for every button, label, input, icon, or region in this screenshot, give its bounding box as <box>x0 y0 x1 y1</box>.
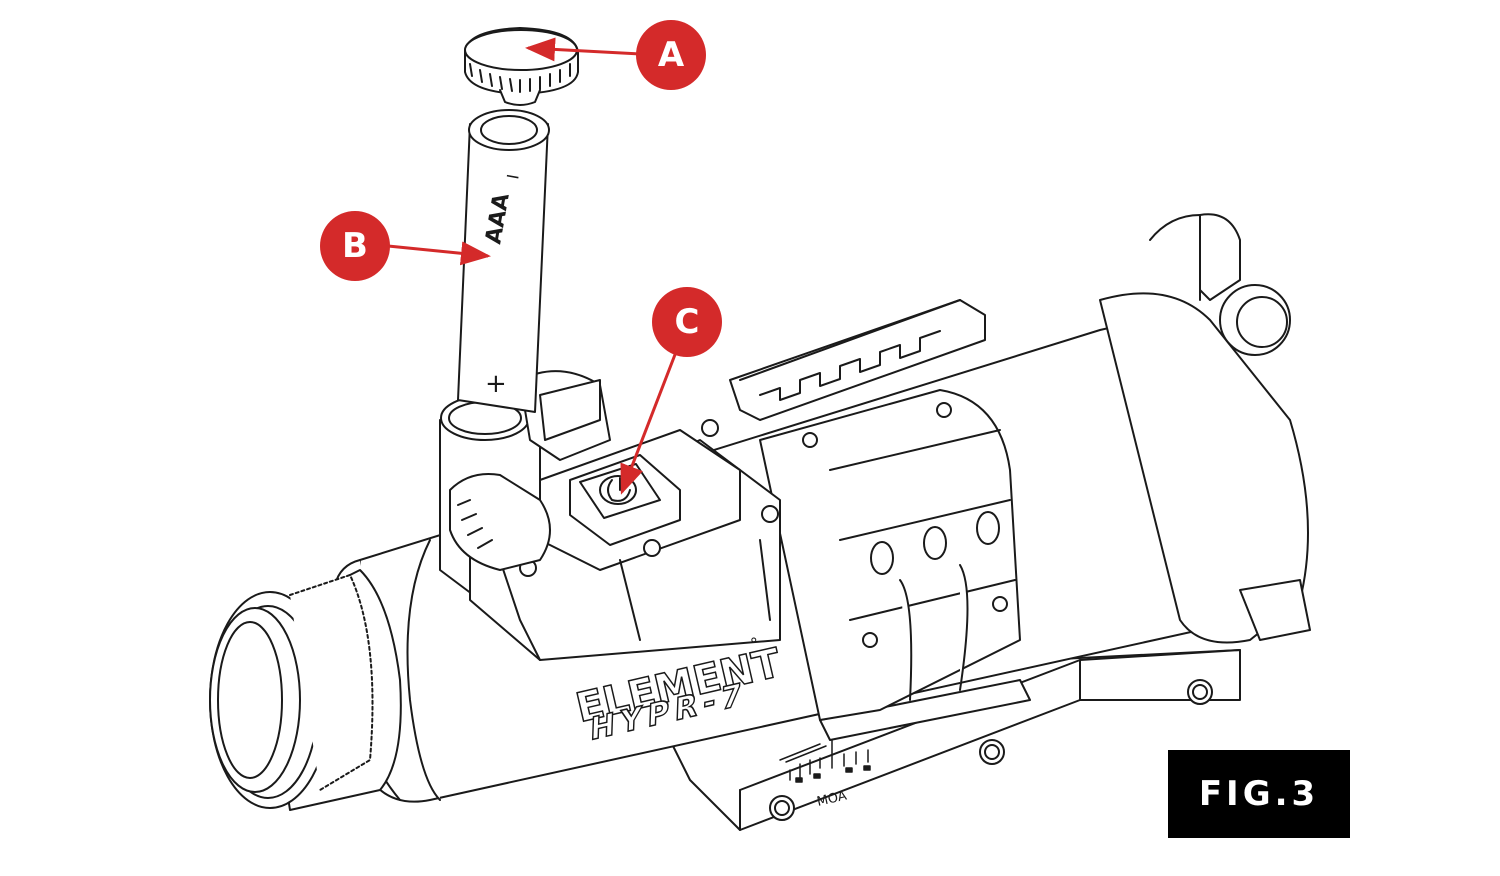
battery-minus-label: I <box>503 173 523 181</box>
moa-scale <box>779 739 871 783</box>
mount-base <box>669 649 1241 831</box>
eyepiece <box>209 569 402 811</box>
callout-b: B <box>320 211 390 281</box>
leader-arrow-c <box>620 351 678 495</box>
callout-a: A <box>636 20 706 90</box>
battery <box>457 109 550 413</box>
adjustment-knob <box>449 473 551 571</box>
objective-housing <box>1099 213 1311 644</box>
callout-c: C <box>652 287 722 357</box>
leader-arrow-a <box>525 37 641 62</box>
battery-plus-label: + <box>485 369 507 399</box>
top-rail <box>729 299 986 421</box>
moa-label: MOA <box>816 788 849 809</box>
leader-arrow-b <box>387 241 491 266</box>
clamp-ring <box>759 389 1021 721</box>
battery-cap <box>464 27 579 106</box>
figure-label: FIG.3 <box>1168 750 1350 838</box>
